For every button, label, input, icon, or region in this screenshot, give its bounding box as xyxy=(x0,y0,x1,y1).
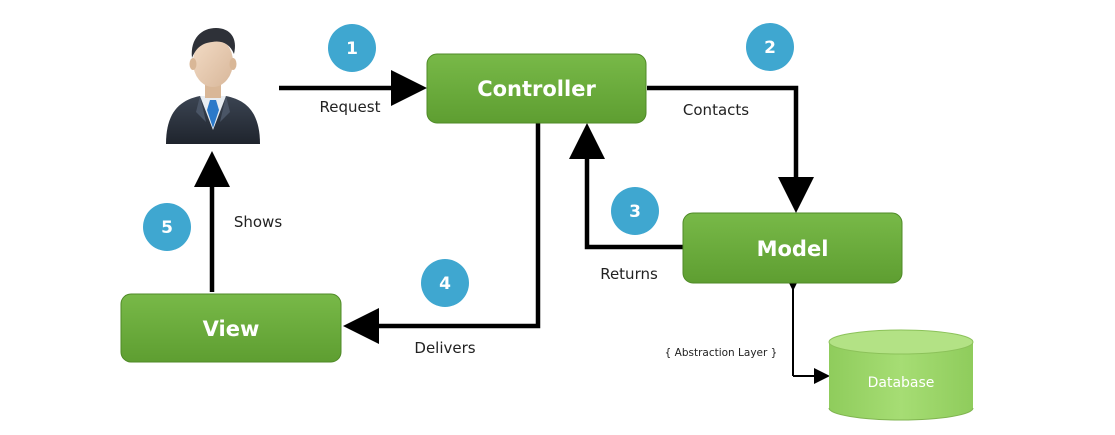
model-box: Model xyxy=(682,212,903,284)
step-3-badge: 3 xyxy=(611,187,659,235)
database-label: Database xyxy=(868,375,935,391)
step-1-badge: 1 xyxy=(328,24,376,72)
businessman-user-icon xyxy=(166,28,260,144)
contacts-arrow xyxy=(647,85,814,213)
database-cylinder: Database xyxy=(828,329,974,421)
step-5-badge: 5 xyxy=(143,203,191,251)
shows-label: Shows xyxy=(234,213,282,231)
contacts-label: Contacts xyxy=(683,101,749,119)
svg-text:3: 3 xyxy=(629,202,641,222)
request-label: Request xyxy=(320,98,381,116)
abstraction-layer-label: { Abstraction Layer } xyxy=(665,347,778,359)
view-label: View xyxy=(203,317,260,341)
returns-label: Returns xyxy=(600,265,658,283)
svg-text:4: 4 xyxy=(439,274,451,294)
controller-box: Controller xyxy=(426,53,647,124)
controller-label: Controller xyxy=(477,77,596,101)
step-2-badge: 2 xyxy=(746,23,794,71)
delivers-arrow xyxy=(343,123,541,344)
delivers-label: Delivers xyxy=(414,339,475,357)
returns-arrow xyxy=(569,123,683,250)
model-label: Model xyxy=(757,237,829,261)
svg-text:1: 1 xyxy=(346,39,358,59)
svg-text:5: 5 xyxy=(161,218,173,238)
step-4-badge: 4 xyxy=(421,259,469,307)
svg-text:2: 2 xyxy=(764,38,776,58)
view-box: View xyxy=(120,293,342,363)
